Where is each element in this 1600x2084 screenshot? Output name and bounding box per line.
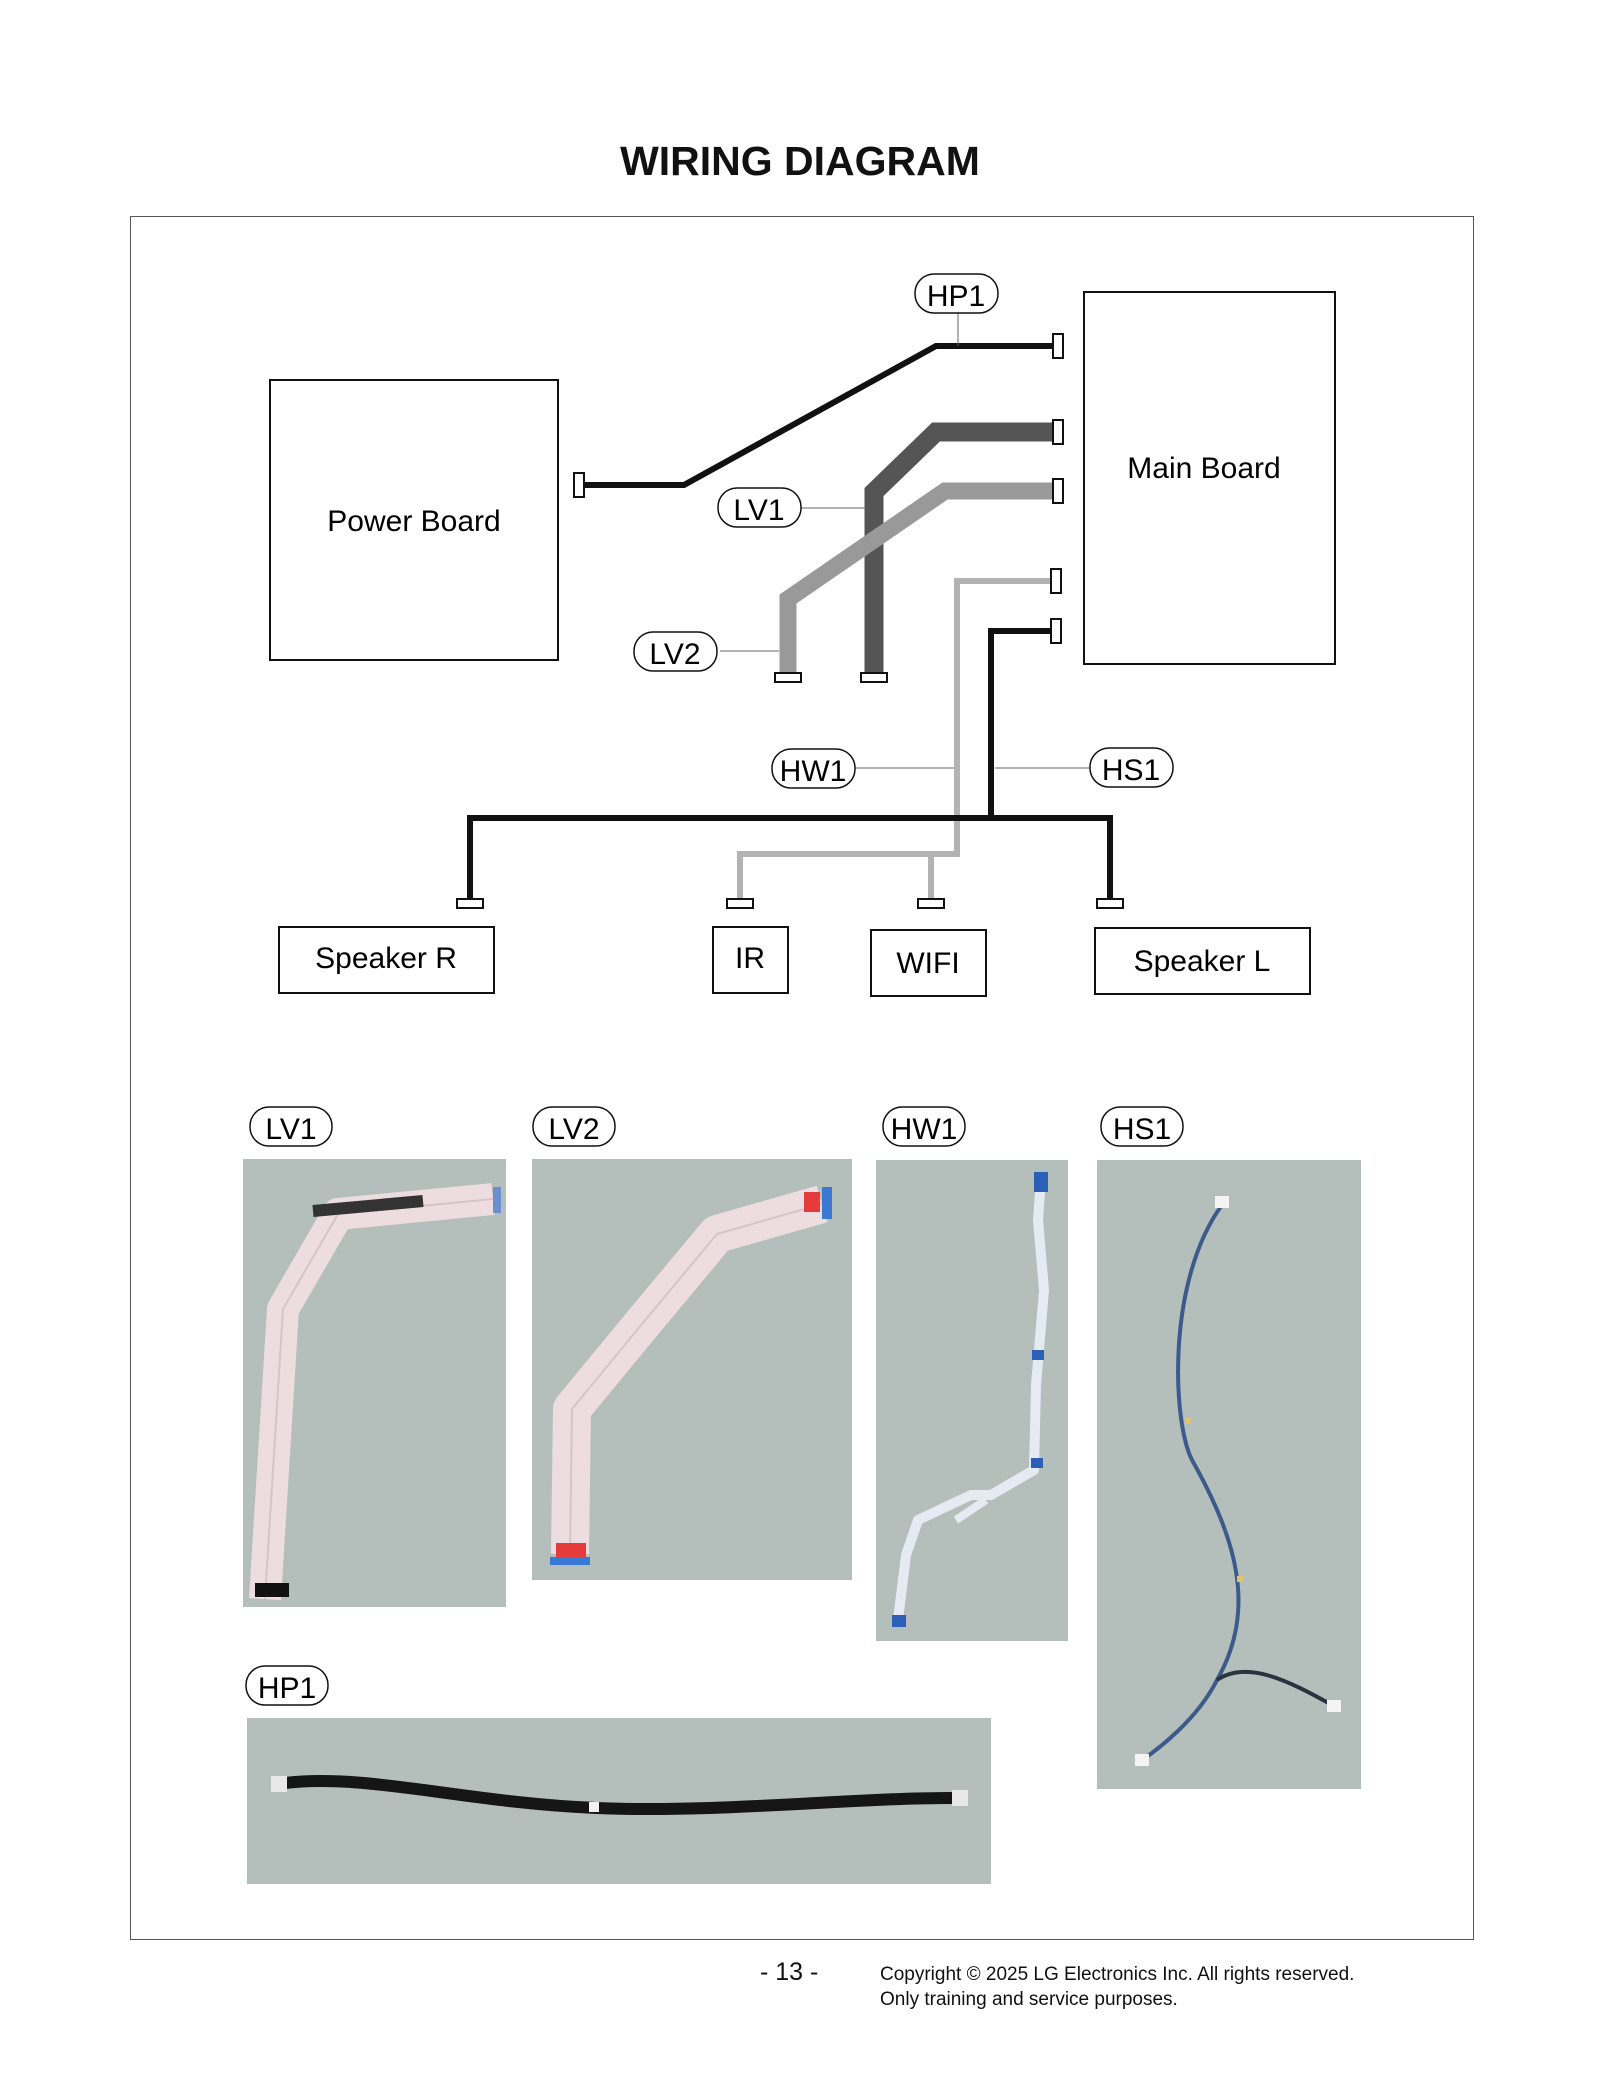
connector-lv1-end xyxy=(860,672,888,683)
connector-lv2-end xyxy=(774,672,802,683)
connector-main-hw1 xyxy=(1050,568,1062,594)
photo-hs1-caption: HS1 xyxy=(1113,1113,1171,1146)
power-board-box xyxy=(269,379,559,661)
lv1-label: LV1 xyxy=(733,494,784,527)
connector-main-lv1 xyxy=(1052,419,1064,445)
photo-lv1-caption: LV1 xyxy=(265,1113,316,1146)
copyright-line-2: Only training and service purposes. xyxy=(880,1989,1178,2010)
hs1-wire xyxy=(988,628,1056,818)
speaker-l-box xyxy=(1094,927,1311,995)
photo-lv2-pill xyxy=(532,1106,616,1147)
diagram-frame xyxy=(130,216,1474,1940)
hs1-label: HS1 xyxy=(1102,754,1160,787)
photo-hp1 xyxy=(247,1718,991,1884)
connector-main-hs1 xyxy=(1050,618,1062,644)
hp1-wire xyxy=(585,343,1057,488)
main-board-label: Main Board xyxy=(1127,452,1280,485)
connector-main-hp1 xyxy=(1052,333,1064,359)
wifi-box xyxy=(870,929,987,997)
hw1-label-pill xyxy=(771,748,856,789)
lv1-cable xyxy=(864,422,1057,672)
page-number: - 13 - xyxy=(760,1958,819,1986)
connector-wifi xyxy=(917,898,945,909)
ir-label: IR xyxy=(735,942,765,975)
lv2-cable xyxy=(779,482,1057,672)
main-board-box xyxy=(1083,291,1336,665)
hp1-label-pill xyxy=(914,273,999,314)
connector-speaker-r xyxy=(456,898,484,909)
photo-lv2 xyxy=(532,1159,852,1580)
photo-hw1 xyxy=(876,1160,1068,1641)
lv2-label-pill xyxy=(633,631,718,672)
photo-hs1-pill xyxy=(1100,1106,1184,1147)
photo-lv2-caption: LV2 xyxy=(548,1113,599,1146)
speaker-l-label: Speaker L xyxy=(1134,945,1271,978)
photo-hw1-pill xyxy=(882,1106,966,1147)
hs1-trunk xyxy=(467,815,1113,900)
photo-hp1-caption: HP1 xyxy=(258,1672,316,1705)
photo-hs1 xyxy=(1097,1160,1361,1789)
page-title: WIRING DIAGRAM xyxy=(620,138,980,184)
photo-hw1-caption: HW1 xyxy=(891,1113,958,1146)
hp1-label: HP1 xyxy=(927,280,985,313)
power-board-label: Power Board xyxy=(327,505,500,538)
speaker-r-box xyxy=(278,926,495,994)
lv1-label-pill xyxy=(717,487,802,528)
ir-box xyxy=(712,926,789,994)
copyright: Copyright © 2025 LG Electronics Inc. All… xyxy=(880,1962,1354,2012)
lv2-label: LV2 xyxy=(649,638,700,671)
connector-ir xyxy=(726,898,754,909)
connector-power-hp1 xyxy=(573,472,585,498)
photo-lv1-pill xyxy=(249,1106,333,1147)
hw1-cable xyxy=(737,578,1056,900)
hw1-label: HW1 xyxy=(780,755,847,788)
photo-hp1-pill xyxy=(245,1665,329,1706)
connector-main-lv2 xyxy=(1052,478,1064,504)
photo-lv1 xyxy=(243,1159,506,1607)
copyright-line-1: Copyright © 2025 LG Electronics Inc. All… xyxy=(880,1964,1355,1985)
connector-speaker-l xyxy=(1096,898,1124,909)
speaker-r-label: Speaker R xyxy=(315,942,457,975)
wifi-label: WIFI xyxy=(896,947,959,980)
hs1-label-pill xyxy=(1089,747,1174,788)
